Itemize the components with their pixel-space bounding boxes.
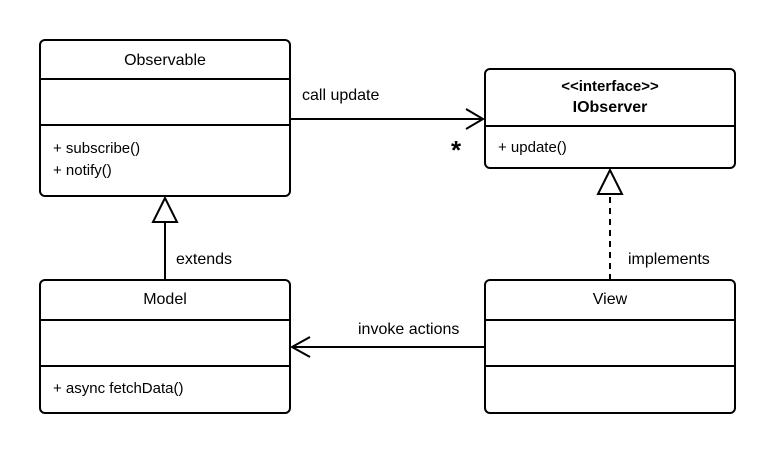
hollow-triangle-icon (151, 195, 179, 223)
class-observable-method: + subscribe() (53, 140, 140, 157)
relation-extends: extends (151, 195, 232, 280)
implements-label: implements (628, 251, 710, 268)
class-iobserver-method: + update() (498, 139, 567, 156)
open-arrowhead-icon (289, 336, 311, 358)
class-model-name: Model (143, 291, 187, 308)
multiplicity-label: * (451, 135, 462, 165)
open-arrowhead-icon (465, 108, 485, 130)
call-update-label: call update (302, 87, 379, 104)
extends-label: extends (176, 251, 232, 268)
hollow-triangle-icon (596, 167, 624, 195)
class-view: View (484, 279, 736, 414)
class-observable-method: + notify() (53, 162, 112, 179)
class-iobserver-stereotype: <<interface>> (561, 78, 659, 95)
class-observable-name: Observable (124, 52, 206, 69)
class-view-name: View (593, 291, 628, 308)
class-iobserver-name: IObserver (573, 99, 648, 116)
relation-call-update: call update * (290, 87, 485, 165)
relation-implements: implements (596, 167, 710, 280)
class-model: Model + async fetchData() (39, 279, 291, 414)
class-iobserver: <<interface>> IObserver + update() (484, 68, 736, 169)
class-model-method: + async fetchData() (53, 380, 183, 397)
relation-invoke-actions: invoke actions (289, 321, 485, 358)
class-observable: Observable + subscribe() + notify() (39, 39, 291, 197)
invoke-actions-label: invoke actions (358, 321, 459, 338)
